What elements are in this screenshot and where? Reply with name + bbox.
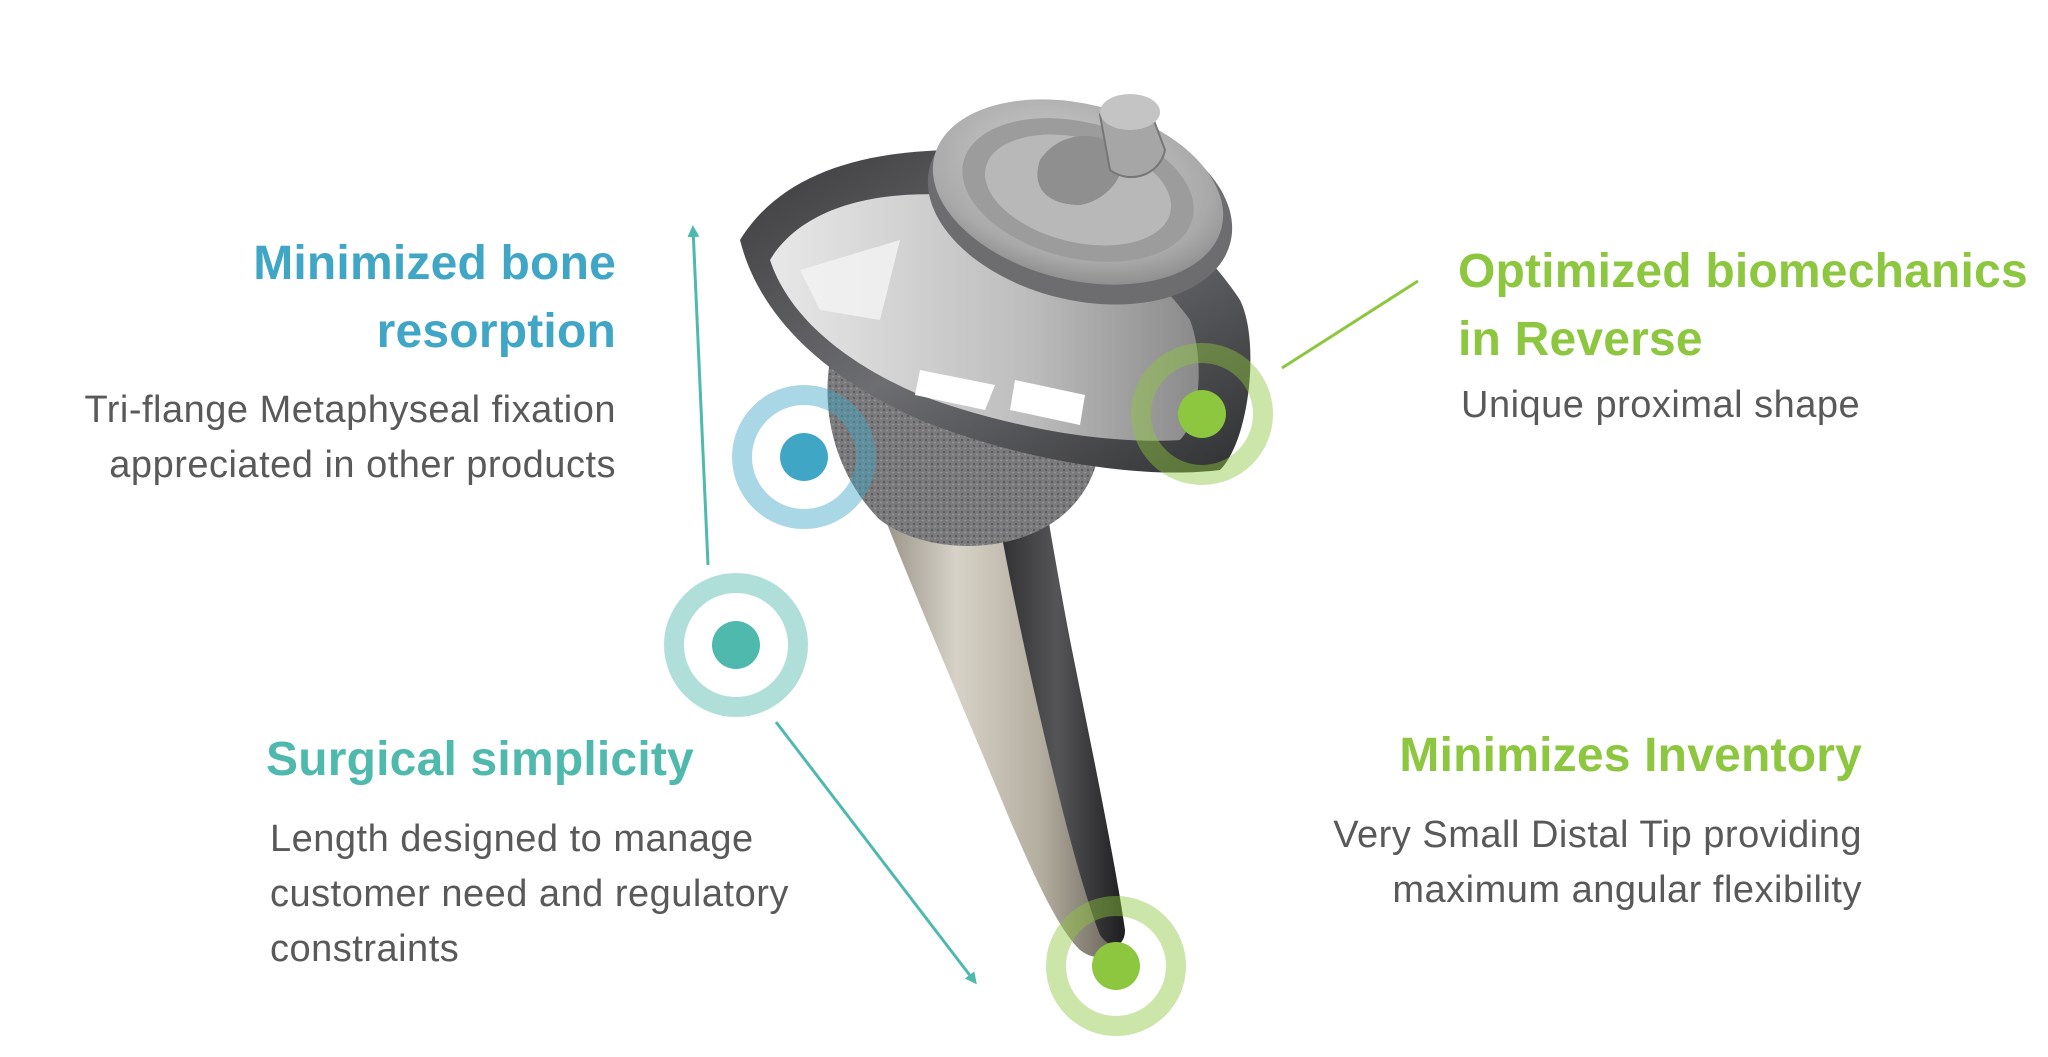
bone-resorption-description: Tri-flange Metaphyseal fixation apprecia… <box>84 383 616 493</box>
biomechanics-title-line-2: in Reverse <box>1458 313 1703 366</box>
surgical-simplicity-desc-line-3: constraints <box>270 928 460 970</box>
bone-resorption-desc-line-2: appreciated in other products <box>109 444 616 486</box>
arrow-down-line <box>774 721 977 985</box>
arrow-up-line <box>687 225 710 566</box>
biomechanics-title-line-1: Optimized biomechanics <box>1458 245 2028 298</box>
biomechanics-desc-line-1: Unique proximal shape <box>1461 384 1861 426</box>
bone-resorption-desc-line-1: Tri-flange Metaphyseal fixation <box>84 389 616 431</box>
surgical-simplicity-description: Length designed to manage customer need … <box>270 812 789 977</box>
inventory-marker-icon <box>1046 896 1186 1036</box>
bone-resorption-title-line-1: Minimized bone <box>253 237 616 290</box>
inventory-title-line-1: Minimizes Inventory <box>1399 729 1862 782</box>
bone-resorption-title: Minimized bone resorption <box>253 230 616 366</box>
surgical-simplicity-desc-line-2: customer need and regulatory <box>270 873 789 915</box>
biomechanics-connector-line <box>1281 279 1419 370</box>
surgical-simplicity-title: Surgical simplicity <box>266 726 694 794</box>
biomechanics-description: Unique proximal shape <box>1461 378 1860 433</box>
surgical-simplicity-marker-icon <box>664 573 808 717</box>
inventory-description: Very Small Distal Tip providing maximum … <box>1333 808 1862 918</box>
surgical-simplicity-desc-line-1: Length designed to manage <box>270 818 754 860</box>
biomechanics-title: Optimized biomechanics in Reverse <box>1458 238 2028 374</box>
inventory-desc-line-2: maximum angular flexibility <box>1392 869 1862 911</box>
bone-resorption-marker-icon <box>732 385 876 529</box>
biomechanics-marker-icon <box>1131 343 1273 485</box>
inventory-desc-line-1: Very Small Distal Tip providing <box>1333 814 1862 856</box>
surgical-simplicity-title-line-1: Surgical simplicity <box>266 733 694 786</box>
bone-resorption-title-line-2: resorption <box>376 305 616 358</box>
humeral-stem-implant-illustration <box>740 94 1251 958</box>
inventory-title: Minimizes Inventory <box>1399 722 1862 790</box>
